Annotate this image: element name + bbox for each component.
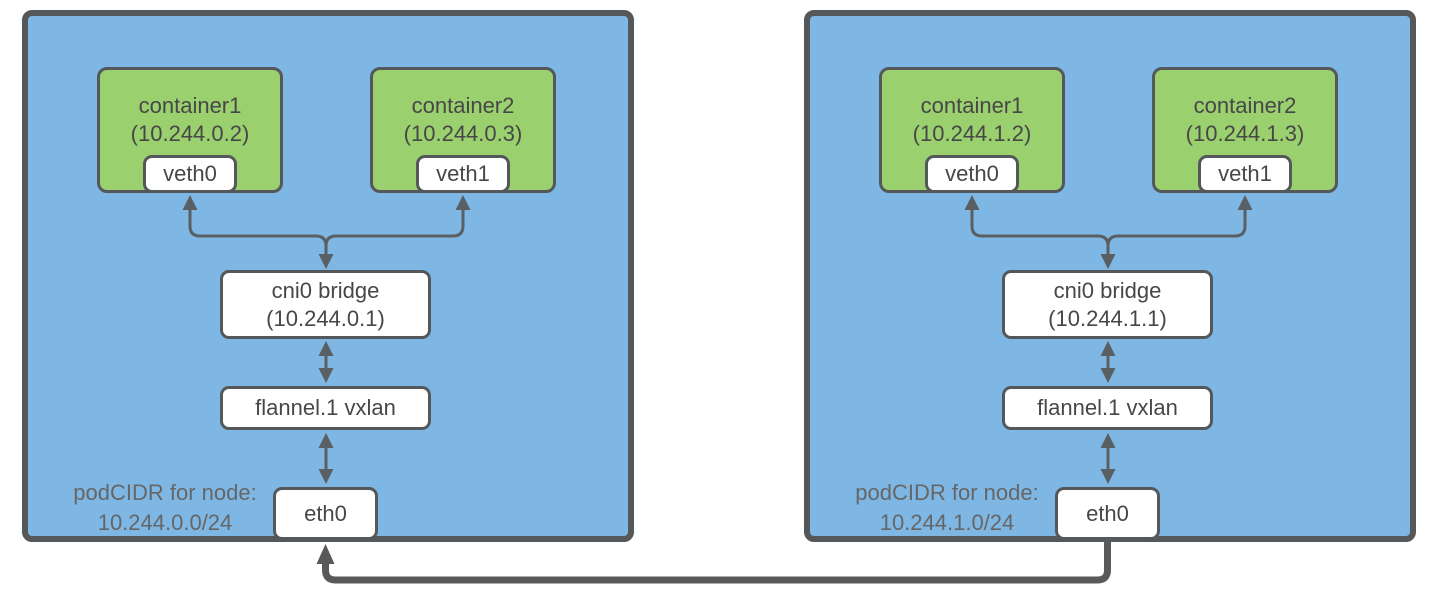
node-2: container1 (10.244.1.2) veth0 container2… [804, 10, 1416, 542]
arrow-up-veth0-icon [964, 195, 980, 210]
arrow-down-bridge-icon [1100, 254, 1116, 269]
arrow-up-veth0-icon [182, 195, 198, 210]
arrow-down-bridge-icon [318, 254, 334, 269]
container-box-1: container1 (10.244.1.2) veth0 [879, 67, 1065, 193]
container-box-2: container2 (10.244.1.3) veth1 [1152, 67, 1338, 193]
arrow-up-icon [1100, 433, 1116, 448]
arrow-up-icon [318, 341, 334, 356]
arrow-up-icon [1100, 341, 1116, 356]
container-name: container1 [138, 93, 242, 118]
bridge-label: cni0 bridge [1053, 277, 1162, 303]
eth0-box: eth0 [1055, 487, 1160, 540]
container-name: container1 [920, 93, 1024, 118]
arrow-up-icon [318, 433, 334, 448]
arrow-up-veth1-icon [1237, 195, 1253, 210]
podcidr-label: podCIDR for node: 10.244.0.0/24 [73, 480, 257, 535]
container-ip: (10.244.0.3) [403, 121, 523, 146]
veth-interface-box: veth1 [416, 155, 510, 193]
podcidr-label: podCIDR for node: 10.244.1.0/24 [855, 480, 1039, 535]
eth0-box: eth0 [273, 487, 378, 540]
veth-interface-box: veth0 [143, 155, 237, 193]
container-name: container2 [411, 93, 515, 118]
bridge-label: cni0 bridge [271, 277, 380, 303]
node-1: container1 (10.244.0.2) veth0 container2… [22, 10, 634, 542]
container-box-2: container2 (10.244.0.3) veth1 [370, 67, 556, 193]
arrow-up-veth1-icon [455, 195, 471, 210]
bridge-ip: (10.244.0.1) [266, 305, 385, 331]
flannel-vxlan-box: flannel.1 vxlan [1002, 386, 1213, 430]
cni0-bridge-box: cni0 bridge (10.244.1.1) [1002, 270, 1213, 339]
container-ip: (10.244.1.2) [912, 121, 1032, 146]
container-ip: (10.244.0.2) [130, 121, 250, 146]
container-ip: (10.244.1.3) [1185, 121, 1305, 146]
arrow-down-icon [318, 368, 334, 383]
arrow-down-icon [318, 469, 334, 484]
arrow-down-icon [1100, 469, 1116, 484]
veth-interface-box: veth1 [1198, 155, 1292, 193]
arrow-down-icon [1100, 368, 1116, 383]
bridge-ip: (10.244.1.1) [1048, 305, 1167, 331]
container-name: container2 [1193, 93, 1297, 118]
veth-interface-box: veth0 [925, 155, 1019, 193]
flannel-vxlan-box: flannel.1 vxlan [220, 386, 431, 430]
arrow-up-eth0-icon [316, 544, 335, 564]
cni0-bridge-box: cni0 bridge (10.244.0.1) [220, 270, 431, 339]
container-box-1: container1 (10.244.0.2) veth0 [97, 67, 283, 193]
